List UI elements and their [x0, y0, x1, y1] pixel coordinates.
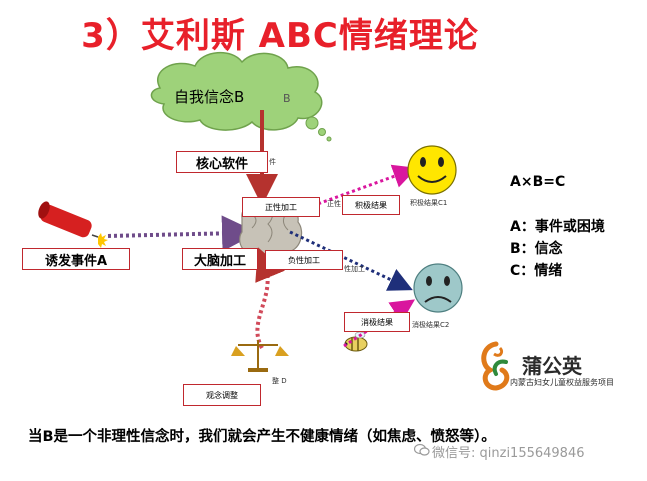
negative-result-note: 消极结果C2 — [412, 321, 450, 329]
belief-adjustment-box: 观念调整 — [183, 384, 261, 406]
belief-cloud-ghost: B — [283, 92, 291, 105]
logo-subtitle: 内蒙古妇女儿童权益服务项目 — [510, 378, 614, 387]
positive-processing-ghost: 正性 — [327, 200, 341, 208]
legend-c: C：情绪 — [510, 263, 563, 279]
trigger-event-box: 诱发事件A — [22, 248, 130, 270]
wechat-icon — [414, 443, 430, 456]
dandelion-logo-icon — [481, 341, 510, 391]
core-software-box: 核心软件 — [176, 151, 268, 173]
balance-scale-icon — [231, 340, 289, 372]
dispute-arrow — [255, 247, 285, 349]
logo-name: 蒲公英 — [522, 354, 582, 378]
positive-result-note: 积极结果C1 — [410, 199, 448, 207]
positive-processing-box: 正性加工 — [242, 197, 320, 217]
page-title: 3）艾利斯 ABC情绪理论 — [81, 16, 479, 56]
dynamite-icon — [38, 201, 108, 248]
positive-result-box: 积极结果 — [342, 195, 400, 215]
wechat-watermark: 微信号: qinzi155649846 — [432, 446, 585, 461]
brain-processing-box: 大脑加工 — [182, 248, 258, 270]
trigger-arrow — [107, 215, 258, 252]
balance-note: 整 D — [272, 377, 287, 385]
belief-cloud — [150, 51, 332, 142]
legend-b: B：信念 — [510, 241, 563, 257]
negative-result-box: 消极结果 — [344, 312, 410, 332]
core-software-ghost: 件 — [269, 158, 276, 166]
negative-processing-box: 负性加工 — [265, 250, 343, 270]
legend-a: A：事件或困境 — [510, 219, 605, 235]
belief-cloud-label: 自我信念B — [174, 88, 245, 106]
negative-arrow — [289, 230, 413, 291]
abc-formula: A×B=C — [510, 174, 566, 190]
smiley-face-icon — [407, 145, 457, 195]
sad-face-icon — [413, 263, 463, 313]
negative-processing-ghost: 性加工 — [344, 265, 365, 273]
explanation-text: 当B是一个非理性信念时，我们就会产生不健康情绪（如焦虑、愤怒等）。 — [28, 429, 496, 445]
